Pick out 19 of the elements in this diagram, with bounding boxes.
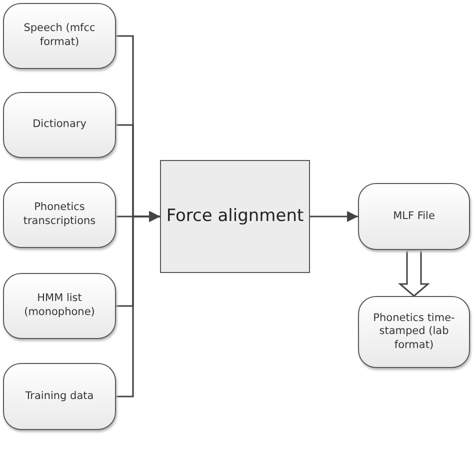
rounded-box xyxy=(358,183,470,250)
block-arrow xyxy=(398,249,430,297)
node-label: Dictionary xyxy=(32,118,88,132)
node-label: MLF File xyxy=(392,210,436,224)
node-label: Phonetics transcriptions xyxy=(22,201,97,229)
node-label: Force alignment xyxy=(165,205,305,228)
rounded-box xyxy=(358,296,470,368)
process-box xyxy=(160,160,310,273)
arrow xyxy=(310,210,358,222)
rounded-box xyxy=(3,363,116,430)
arrow xyxy=(116,210,160,398)
rounded-box xyxy=(3,273,116,339)
node-label: HMM list (monophone) xyxy=(23,292,96,320)
rounded-box xyxy=(3,3,116,69)
rounded-box xyxy=(3,92,116,158)
rounded-box xyxy=(3,182,116,248)
node-label: Speech (mfcc format) xyxy=(22,22,96,50)
node-label: Phonetics time-stamped (lab format) xyxy=(372,312,456,352)
node-label: Training data xyxy=(24,390,95,404)
